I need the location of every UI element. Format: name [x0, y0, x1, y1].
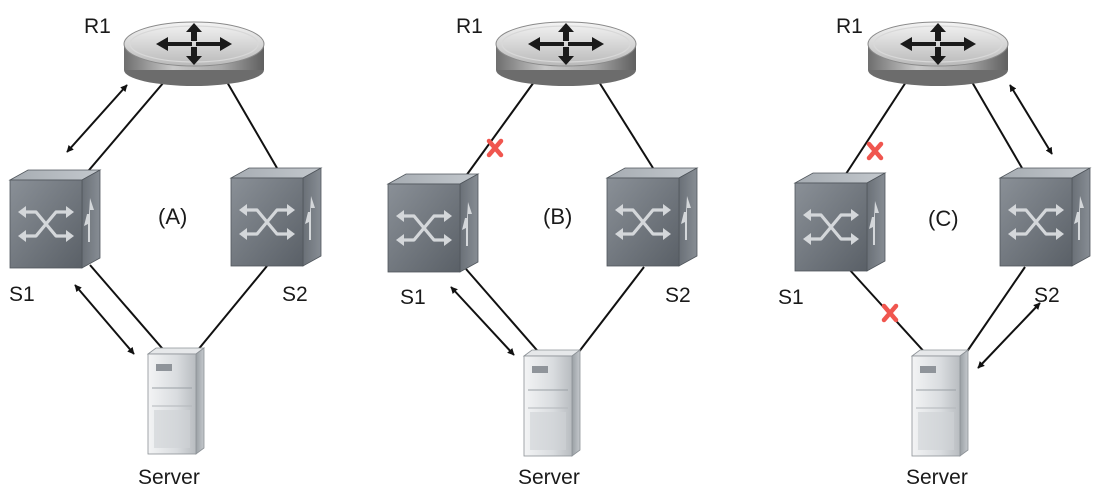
panel-c: R1 S1 S2 Server (C) [778, 15, 1092, 489]
panel-label: (A) [158, 204, 187, 229]
server-label: Server [518, 466, 580, 489]
router-label: R1 [456, 15, 483, 38]
panel-label: (B) [543, 204, 572, 229]
traffic-arrow-s1-server [74, 284, 135, 355]
panel-a: R1 S1 S2 Server (A) [8, 15, 323, 489]
link-r1-s1 [83, 81, 165, 177]
router-icon [495, 21, 637, 87]
router-label: R1 [836, 15, 863, 38]
x-mark-icon [486, 138, 504, 158]
switch-icon [386, 172, 480, 274]
switch2-label: S2 [665, 284, 691, 307]
link-r1-s2 [971, 81, 1023, 169]
x-mark-icon [866, 141, 884, 161]
switch1-label: S1 [9, 283, 35, 306]
link-s1-server [89, 264, 169, 356]
traffic-arrow-s1-server [450, 286, 515, 356]
switch-icon [605, 166, 699, 268]
link-s2-server [577, 266, 645, 354]
switch1-label: S1 [400, 286, 426, 309]
panel-b: R1 S1 S2 Server (B) [386, 15, 699, 489]
link-s2-server [965, 266, 1026, 354]
server-icon [523, 349, 581, 457]
traffic-arrow-r1-s1 [66, 84, 128, 153]
switch2-label: S2 [282, 283, 308, 306]
server-icon [147, 347, 205, 455]
x-mark-icon [881, 303, 899, 323]
switch-icon [229, 166, 323, 268]
router-icon [867, 21, 1009, 87]
traffic-arrow-r1-s2 [1009, 84, 1053, 155]
switch-icon [8, 168, 102, 270]
router-label: R1 [84, 15, 111, 38]
switch2-label: S2 [1034, 284, 1060, 307]
link-r1-s2 [598, 81, 654, 169]
server-label: Server [906, 466, 968, 489]
switch-icon [793, 171, 887, 273]
link-r1-s1 [462, 81, 535, 181]
server-icon [911, 349, 969, 457]
link-r1-s2 [226, 81, 278, 169]
server-label: Server [138, 466, 200, 489]
switch1-label: S1 [778, 286, 804, 309]
traffic-arrow-s2-server [977, 302, 1041, 369]
panel-label: (C) [928, 206, 959, 231]
link-r1-s1 [841, 81, 907, 181]
switch-icon [998, 166, 1092, 268]
link-s2-server [196, 265, 268, 352]
router-icon [123, 21, 265, 87]
